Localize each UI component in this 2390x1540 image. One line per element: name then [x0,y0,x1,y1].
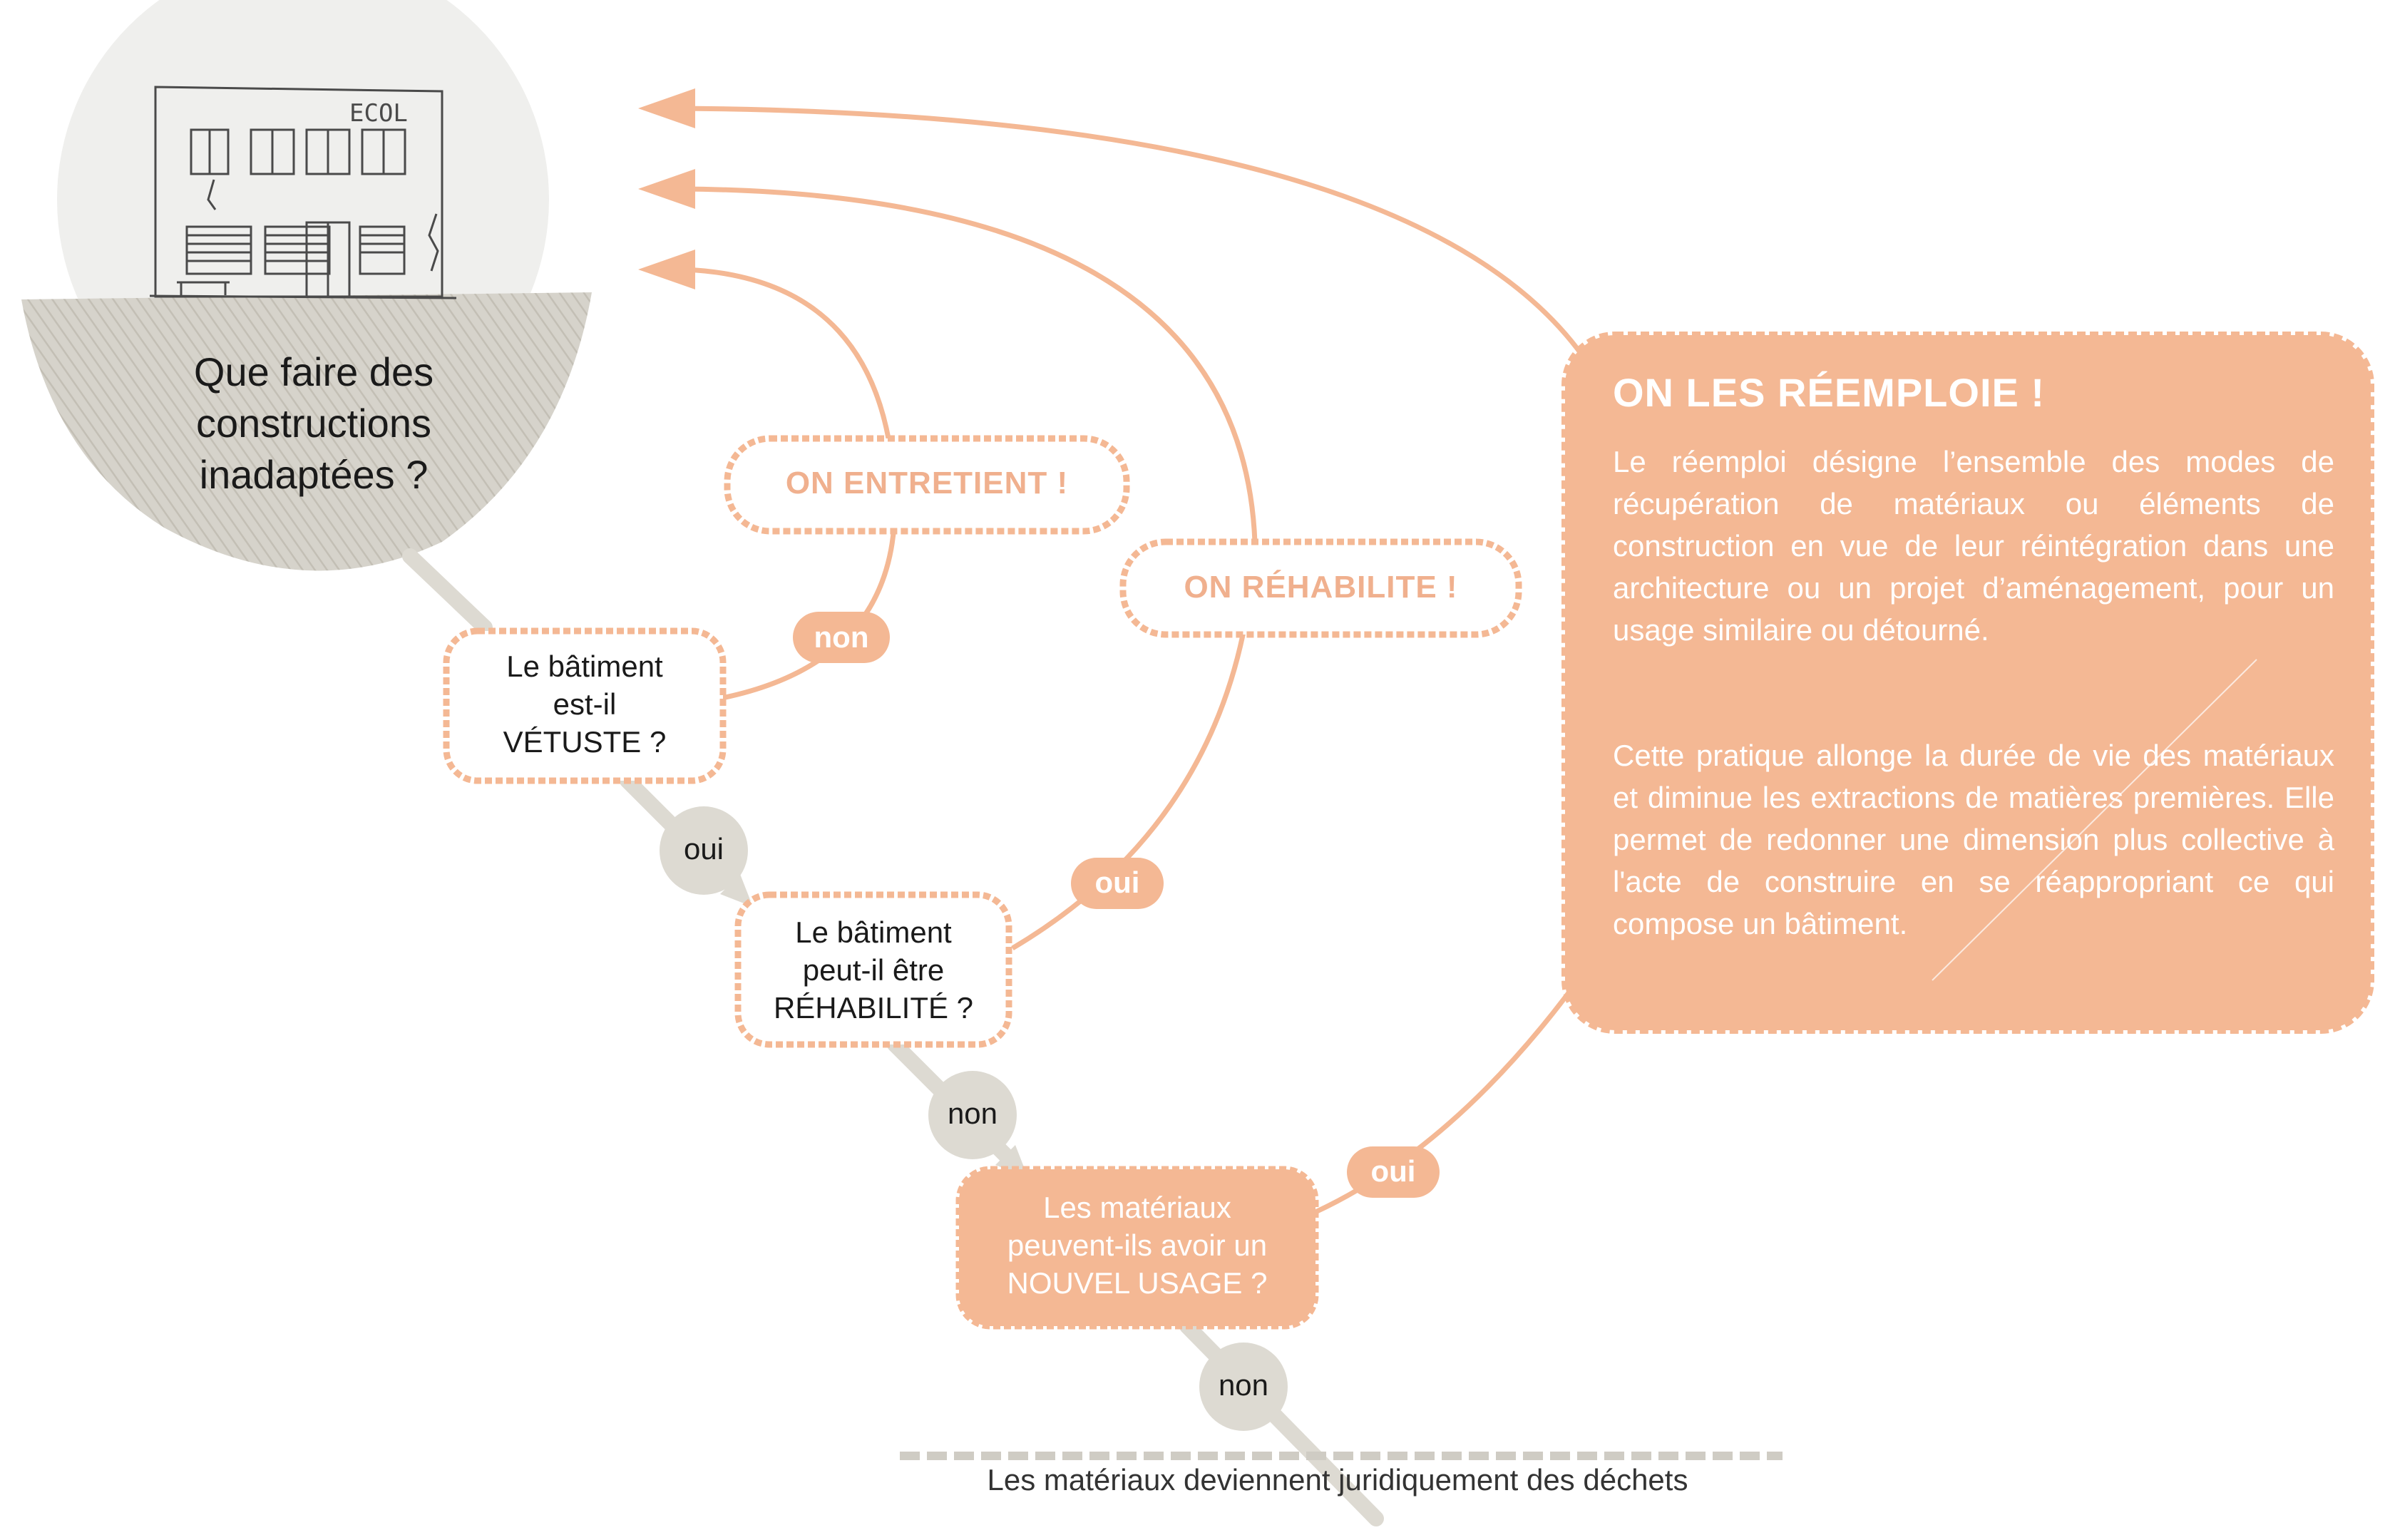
q2-line3: RÉHABILITÉ ? [773,991,974,1025]
ground-shape [21,292,592,571]
q2-box [734,891,1012,1048]
main-question-line1: Que faire des [193,349,434,394]
q3-non-pill [1199,1343,1288,1431]
grey-arrowhead-1 [720,874,753,907]
arrowhead-entretien [638,250,695,289]
q1-line1: Le bâtiment [506,650,663,683]
final-outcome: Les matériaux deviennent juridiquement d… [987,1463,1688,1497]
entretien-bubble [724,435,1130,535]
curve-rehabilite [680,186,1258,951]
curve-reemploi-top [680,106,1600,379]
q2-oui-label: oui [1094,866,1140,899]
school-building-sketch [149,86,457,299]
arrowhead-rehabilite [638,169,695,209]
entretien-label: ON ENTRETIENT ! [785,466,1069,500]
q2-oui-pill [1071,858,1164,909]
reemploi-box [1561,332,2374,1034]
q2-line2: peut-il être [802,953,945,987]
main-question: Que faire des constructions inadaptées ? [86,346,542,500]
q1-non-label: non [814,620,869,654]
rehabilite-label: ON RÉHABILITE ! [1184,570,1458,605]
q2-text: Le bâtiment peut-il être RÉHABILITÉ ? [738,913,1009,1027]
main-question-line3: inadaptées ? [199,452,429,497]
q2-line1: Le bâtiment [795,915,952,949]
arrowhead-reemploi [638,88,695,128]
q3-text: Les matériaux peuvent-ils avoir un NOUVE… [959,1189,1315,1302]
q1-line2: est-il [553,687,617,721]
q3-line1: Les matériaux [1043,1191,1231,1224]
q3-box [955,1166,1319,1330]
rehabilite-bubble [1119,538,1522,638]
q1-oui-label: oui [683,832,724,866]
q3-oui-label: oui [1370,1154,1416,1188]
q3-non-label: non [1218,1368,1269,1402]
reemploi-scribble [1932,659,2257,981]
q3-line3: NOUVEL USAGE ? [1007,1266,1268,1300]
q2-non-label: non [947,1097,998,1130]
q2-non-pill [928,1071,1017,1159]
main-question-line2: constructions [196,401,431,446]
q1-line3: VÉTUSTE ? [503,725,667,759]
reemploi-title: ON LES RÉEMPLOIE ! [1613,370,2046,415]
q1-oui-pill [660,806,748,895]
building-sign: ECOL [349,99,408,128]
reemploi-paragraph-1: Le réemploi désigne l’ensemble des modes… [1613,445,2334,647]
q1-text: Le bâtiment est-il VÉTUSTE ? [446,647,723,761]
q1-non-pill [793,612,890,663]
q3-oui-pill [1347,1146,1440,1198]
reemploi-paragraph-2: Cette pratique allonge la durée de vie d… [1613,739,2334,940]
q3-line2: peuvent-ils avoir un [1007,1228,1268,1262]
q1-box [443,627,727,784]
